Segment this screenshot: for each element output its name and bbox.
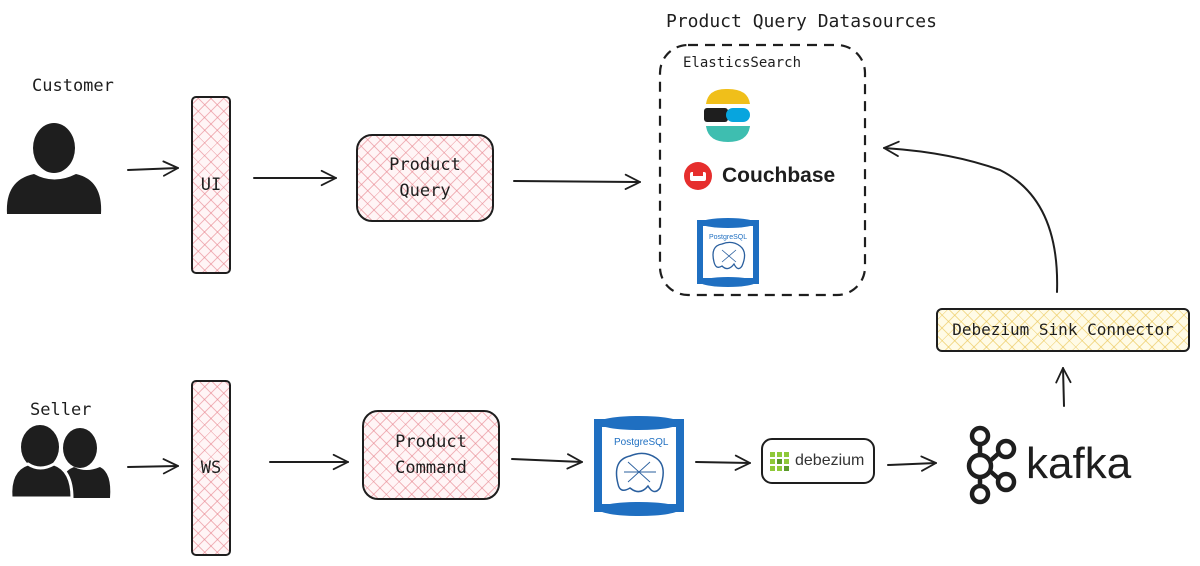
debezium-sink-connector-label: Debezium Sink Connector bbox=[952, 320, 1174, 339]
product-command-node: Product Command bbox=[362, 410, 500, 500]
elasticsearch-label: ElasticsSearch bbox=[683, 55, 802, 71]
arrow-seller-to-ws bbox=[127, 458, 179, 475]
arrow-query-to-datasources bbox=[513, 173, 641, 190]
postgres-query-db bbox=[697, 218, 759, 287]
flow-arrows bbox=[127, 140, 1072, 475]
debezium-box bbox=[761, 438, 875, 484]
arrow-customer-to-ui bbox=[127, 160, 179, 177]
seller-label: Seller bbox=[30, 400, 92, 420]
kafka-logo-icon bbox=[966, 425, 1017, 505]
ws-node-label: WS bbox=[200, 458, 222, 478]
seller-icon bbox=[9, 425, 111, 500]
debezium-logo-icon bbox=[770, 452, 789, 471]
arrow-postgres-to-debezium bbox=[695, 454, 751, 471]
product-command-label: Product Command bbox=[395, 432, 467, 478]
kafka-label: kafka bbox=[1026, 439, 1132, 488]
arrow-debezium-to-kafka bbox=[887, 455, 937, 472]
postgres-command-db bbox=[594, 416, 684, 516]
arrow-sink-to-datasources bbox=[883, 140, 1059, 293]
datasources-group bbox=[658, 43, 867, 297]
postgres-query-label: PostgreSQL bbox=[709, 234, 748, 241]
product-query-node: Product Query bbox=[356, 134, 494, 222]
customer-icon bbox=[6, 123, 102, 214]
customer-label: Customer bbox=[32, 76, 114, 96]
postgres-command-label: PostgreSQL bbox=[614, 437, 669, 448]
datasources-title: Product Query Datasources bbox=[666, 11, 937, 32]
debezium-label: debezium bbox=[795, 452, 865, 469]
ws-node: WS bbox=[191, 380, 231, 556]
couchbase-label: Couchbase bbox=[722, 164, 836, 187]
ui-node: UI bbox=[191, 96, 231, 274]
arrow-command-to-postgres bbox=[511, 453, 583, 470]
ui-node-label: UI bbox=[200, 175, 222, 195]
couchbase-logo bbox=[684, 162, 712, 190]
arrow-kafka-to-sink bbox=[1055, 367, 1072, 407]
debezium-sink-connector-node: Debezium Sink Connector bbox=[936, 308, 1190, 352]
elasticsearch-logo bbox=[704, 88, 750, 142]
product-query-label: Product Query bbox=[389, 155, 461, 201]
